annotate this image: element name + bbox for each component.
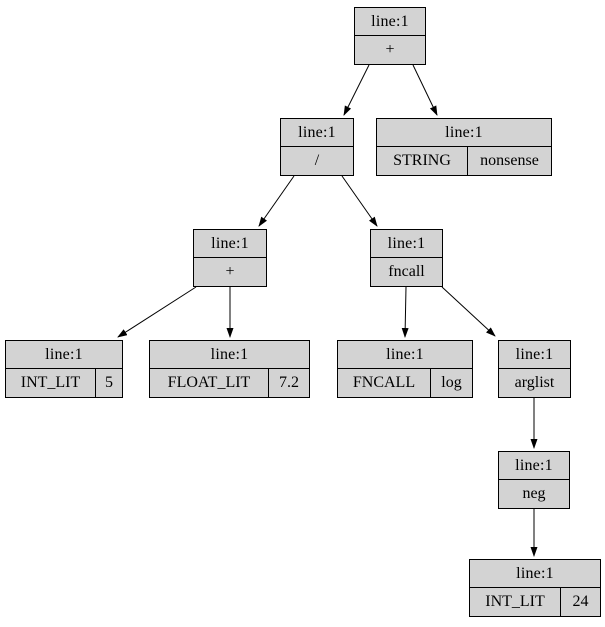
ast-node-plus-root: line:1 + — [354, 7, 426, 65]
edge-fncall-to-arglist — [441, 286, 496, 337]
ast-node-fncall: line:1 fncall — [370, 229, 443, 287]
node-line-label: line:1 — [470, 560, 600, 588]
node-line-label: line:1 — [377, 119, 551, 147]
node-line-label: line:1 — [150, 341, 309, 369]
node-value-cell: nonsense — [467, 147, 551, 175]
ast-node-int-lit-24: line:1 INT_LIT 24 — [469, 559, 601, 617]
node-value-cell: 24 — [560, 588, 600, 616]
node-op-cell: arglist — [514, 374, 555, 391]
edge-fncall-to-fncall-name — [401, 286, 409, 338]
node-value-cell: 7.2 — [268, 369, 309, 397]
ast-node-string-lit: line:1 STRING nonsense — [376, 118, 552, 176]
edge-plus-root-to-div-op — [343, 64, 370, 116]
ast-node-float-lit: line:1 FLOAT_LIT 7.2 — [149, 340, 310, 398]
node-line-label: line:1 — [338, 341, 472, 369]
node-line-label: line:1 — [499, 452, 569, 480]
node-line-label: line:1 — [371, 230, 442, 258]
ast-node-fncall-name: line:1 FNCALL log — [337, 340, 473, 398]
node-type-cell: INT_LIT — [20, 374, 81, 391]
node-line-label: line:1 — [499, 341, 570, 369]
node-value-cell: 5 — [95, 369, 122, 397]
node-op-cell: fncall — [388, 263, 425, 280]
node-op-cell: + — [225, 263, 235, 280]
ast-node-int-lit-5: line:1 INT_LIT 5 — [5, 340, 123, 398]
node-line-label: line:1 — [194, 230, 266, 258]
ast-node-div-op: line:1 / — [280, 118, 354, 176]
edge-div-op-to-plus-inner — [258, 175, 295, 227]
edge-div-op-to-fncall — [341, 175, 378, 227]
node-op-cell: neg — [522, 485, 546, 502]
node-line-label: line:1 — [355, 8, 425, 36]
ast-node-arglist: line:1 arglist — [498, 340, 571, 398]
node-op-cell: + — [385, 41, 395, 58]
node-type-cell: FNCALL — [352, 374, 416, 391]
node-type-cell: INT_LIT — [485, 593, 545, 610]
node-op-cell: / — [314, 152, 320, 169]
ast-node-neg: line:1 neg — [498, 451, 570, 509]
node-line-label: line:1 — [6, 341, 122, 369]
node-type-cell: STRING — [393, 152, 451, 169]
edge-plus-inner-to-int-lit-5 — [117, 286, 197, 338]
node-value-cell: log — [430, 369, 472, 397]
edge-plus-root-to-string-lit — [412, 64, 438, 116]
node-line-label: line:1 — [281, 119, 353, 147]
node-type-cell: FLOAT_LIT — [167, 374, 251, 391]
ast-node-plus-inner: line:1 + — [193, 229, 267, 287]
